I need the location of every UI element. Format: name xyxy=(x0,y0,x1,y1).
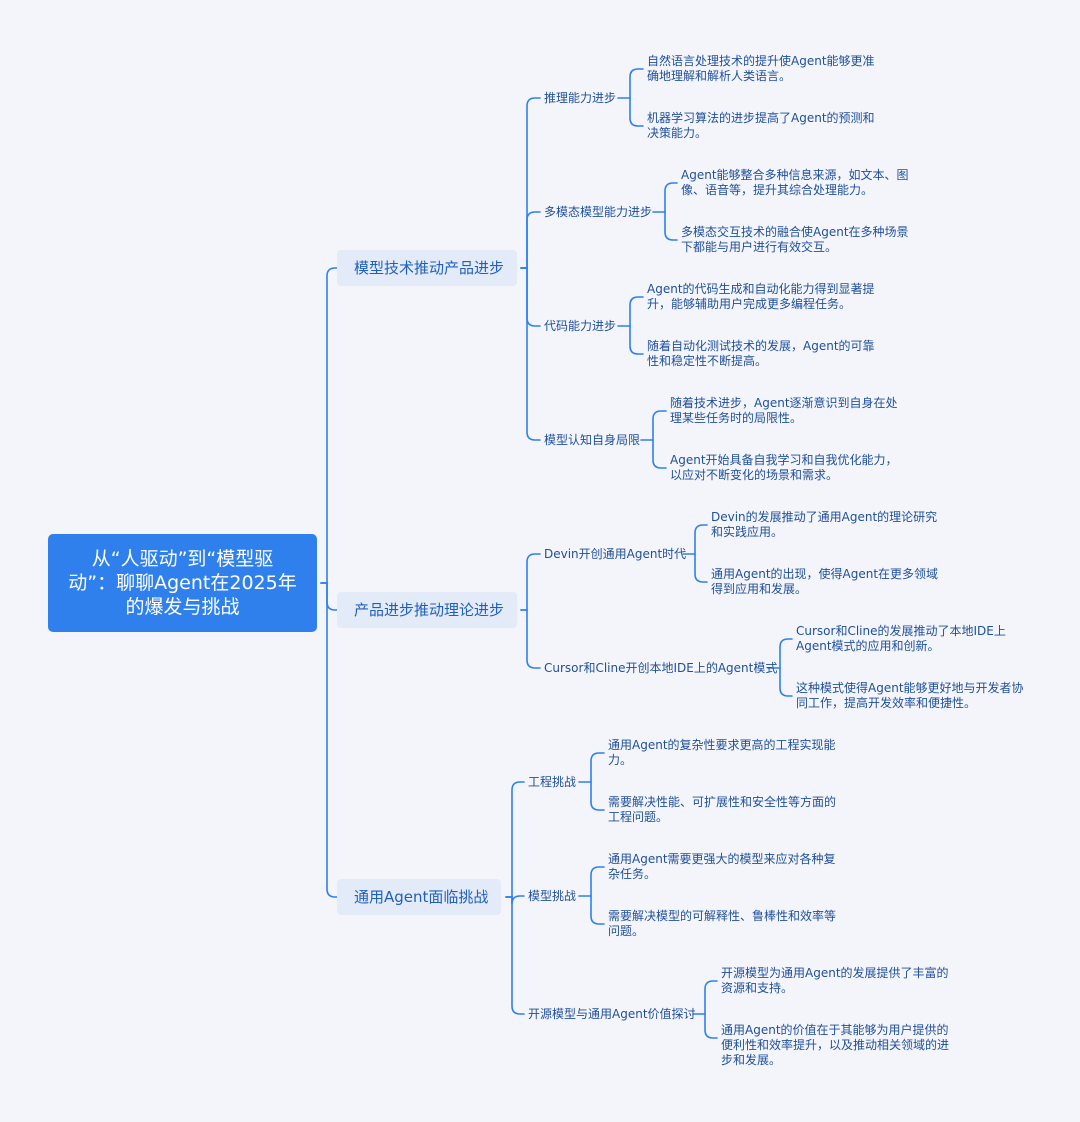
note-item: 多模态交互技术的融合使Agent在多种场景下都能与用户进行有效交互。 xyxy=(681,225,909,254)
note-item: 通用Agent的价值在于其能够为用户提供的便利性和效率提升，以及推动相关领域的进… xyxy=(721,1023,950,1067)
leaf-connector xyxy=(629,97,644,127)
subtopic-code[interactable]: 代码能力进步 xyxy=(544,319,616,333)
branch-topic-label: 产品进步推动理论进步 xyxy=(354,601,505,619)
leaf-connector xyxy=(664,211,678,241)
subtopic-label: 模型认知自身局限 xyxy=(544,433,641,447)
root-connector xyxy=(320,267,338,584)
branch-topic-label: 通用Agent面临挑战 xyxy=(354,888,489,906)
note-item: 自然语言处理技术的提升使Agent能够更准确地理解和解析人类语言。 xyxy=(647,54,875,83)
branch-connector xyxy=(505,896,525,1015)
note-item: 开源模型为通用Agent的发展提供了丰富的资源和支持。 xyxy=(721,966,949,995)
subtopic-reasoning[interactable]: 推理能力进步 xyxy=(544,91,616,105)
root-topic-label: 从“人驱动”到“模型驱动”：聊聊Agent在2025年的爆发与挑战 xyxy=(68,548,297,618)
note-item: 通用Agent需要更强大的模型来应对各种复杂任务。 xyxy=(608,852,836,881)
branch-topic-challenges[interactable]: 通用Agent面临挑战 xyxy=(337,879,501,915)
branch-topic-model-tech[interactable]: 模型技术推动产品进步 xyxy=(337,250,517,286)
leaf-connector xyxy=(590,895,605,925)
note-item: Agent能够整合多种信息来源，如文本、图像、语音等，提升其综合处理能力。 xyxy=(681,168,909,197)
branch-connector xyxy=(520,553,541,611)
root-connector xyxy=(320,582,338,898)
subtopic-label: 开源模型与通用Agent价值探讨 xyxy=(528,1007,696,1021)
leaf-connector xyxy=(652,410,667,441)
branch-connector xyxy=(505,781,525,898)
subtopic-label: Cursor和Cline开创本地IDE上的Agent模式 xyxy=(544,661,778,675)
subtopic-label: 多模态模型能力进步 xyxy=(544,205,653,219)
branch-connector xyxy=(520,609,541,669)
subtopic-multimodal[interactable]: 多模态模型能力进步 xyxy=(544,205,652,219)
note-item: 需要解决性能、可扩展性和安全性等方面的工程问题。 xyxy=(608,795,837,824)
leaf-connector xyxy=(590,752,605,783)
subtopic-model[interactable]: 模型挑战 xyxy=(528,889,576,903)
branch-connector xyxy=(520,97,541,269)
leaf-connector xyxy=(704,980,718,1015)
subtopic-label: 推理能力进步 xyxy=(544,91,617,105)
branch-connector xyxy=(520,211,541,269)
subtopic-open-source[interactable]: 开源模型与通用Agent价值探讨 xyxy=(528,1007,696,1021)
leaf-connector xyxy=(629,296,644,327)
subtopic-devin[interactable]: Devin开创通用Agent时代 xyxy=(544,547,686,561)
leaf-connector xyxy=(629,325,644,355)
leaf-connector xyxy=(779,638,793,669)
leaf-connector xyxy=(590,866,605,897)
branch-connector xyxy=(520,267,541,441)
leaf-connector xyxy=(664,182,678,213)
note-item: 需要解决模型的可解释性、鲁棒性和效率等问题。 xyxy=(608,909,837,938)
subtopic-label: 模型挑战 xyxy=(528,889,577,903)
note-item: 随着技术进步，Agent逐渐意识到自身在处理某些任务时的局限性。 xyxy=(670,396,898,425)
note-item: Agent的代码生成和自动化能力得到显著提升，能够辅助用户完成更多编程任务。 xyxy=(647,282,875,311)
subtopic-label: 代码能力进步 xyxy=(544,319,617,333)
leaf-connector xyxy=(779,667,793,697)
note-item: Agent开始具备自我学习和自我优化能力，以应对不断变化的场景和需求。 xyxy=(670,453,898,482)
root-topic[interactable]: 从“人驱动”到“模型驱动”：聊聊Agent在2025年的爆发与挑战 xyxy=(48,534,317,632)
note-item: 通用Agent的出现，使得Agent在更多领域得到应用和发展。 xyxy=(711,567,939,596)
leaf-connector xyxy=(694,553,708,583)
note-item: 随着自动化测试技术的发展，Agent的可靠性和稳定性不断提高。 xyxy=(647,339,875,368)
note-item: 这种模式使得Agent能够更好地与开发者协同工作，提高开发效率和便捷性。 xyxy=(796,681,1024,710)
branch-connector xyxy=(520,267,541,327)
subtopic-engineering[interactable]: 工程挑战 xyxy=(528,775,576,789)
branch-topic-product-theory[interactable]: 产品进步推动理论进步 xyxy=(337,592,517,628)
subtopic-cursor-cline[interactable]: Cursor和Cline开创本地IDE上的Agent模式 xyxy=(544,661,777,675)
leaf-connector xyxy=(694,524,708,555)
leaf-connector xyxy=(629,68,644,99)
note-item: Devin的发展推动了通用Agent的理论研究和实践应用。 xyxy=(711,510,938,539)
subtopic-label: Devin开创通用Agent时代 xyxy=(544,547,687,561)
leaf-connector xyxy=(652,439,667,469)
note-item: 通用Agent的复杂性要求更高的工程实现能力。 xyxy=(608,738,836,767)
branch-topic-label: 模型技术推动产品进步 xyxy=(354,259,505,277)
note-item: 机器学习算法的进步提高了Agent的预测和决策能力。 xyxy=(647,111,875,140)
root-connector xyxy=(320,582,338,611)
leaf-connector xyxy=(590,781,605,811)
leaf-connector xyxy=(704,1013,718,1039)
note-item: Cursor和Cline的发展推动了本地IDE上Agent模式的应用和创新。 xyxy=(796,624,1006,653)
subtopic-label: 工程挑战 xyxy=(528,775,577,789)
subtopic-self-limits[interactable]: 模型认知自身局限 xyxy=(544,433,640,447)
